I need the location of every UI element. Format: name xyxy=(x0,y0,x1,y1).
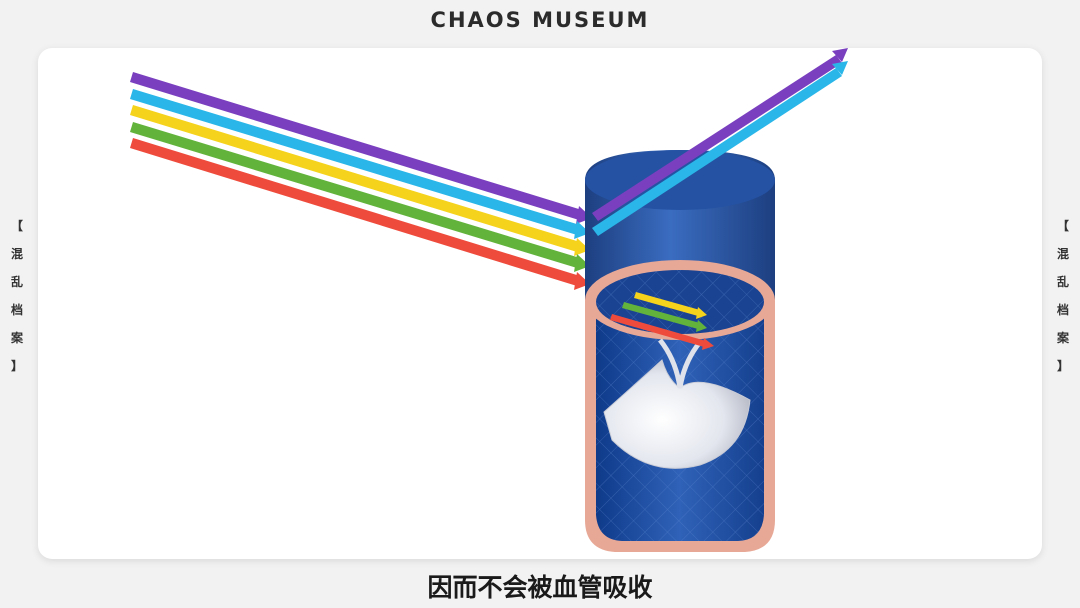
side-label-char: 】 xyxy=(1056,359,1069,373)
side-label-char: 【 xyxy=(10,219,23,233)
side-label-char: 乱 xyxy=(1056,275,1069,289)
side-label-left: 【 混 乱 档 案 】 xyxy=(6,212,28,380)
side-label-char: 案 xyxy=(10,331,23,345)
yellow-light-ray-icon xyxy=(634,292,707,319)
green-light-ray-icon xyxy=(622,302,707,332)
side-label-right: 【 混 乱 档 案 】 xyxy=(1052,212,1074,380)
blood-vessel-icon xyxy=(585,150,775,552)
page-title: CHAOS MUSEUM xyxy=(430,8,650,32)
blue-light-ray-icon xyxy=(592,61,848,236)
side-label-char: 【 xyxy=(1056,219,1069,233)
yellow-light-ray-icon xyxy=(130,105,590,256)
side-label-char: 混 xyxy=(1056,247,1069,261)
vein-valve-icon xyxy=(603,338,751,469)
caption-text: 因而不会被血管吸收 xyxy=(427,573,653,602)
side-label-char: 档 xyxy=(1056,303,1069,317)
purple-light-ray-icon xyxy=(592,48,848,221)
side-label-char: 混 xyxy=(10,247,23,261)
side-label-char: 案 xyxy=(1056,331,1069,345)
side-label-char: 】 xyxy=(10,359,23,373)
side-label-char: 乱 xyxy=(10,275,23,289)
side-label-char: 档 xyxy=(10,303,23,317)
red-light-ray-icon xyxy=(610,314,714,350)
